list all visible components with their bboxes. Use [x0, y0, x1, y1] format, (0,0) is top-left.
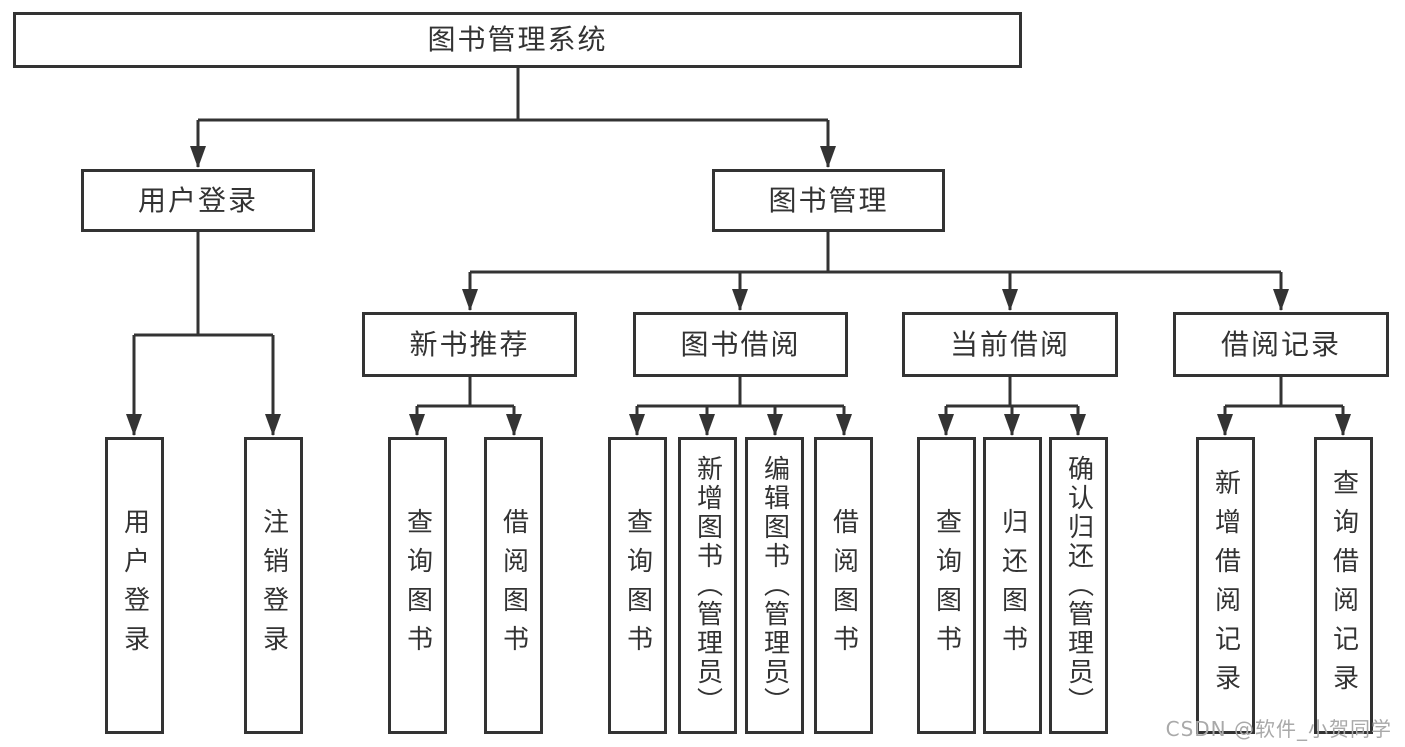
node-label: 借阅图书	[828, 507, 859, 664]
leaf-user-login: 用户登录	[105, 437, 164, 734]
leaf-return-book: 归还图书	[983, 437, 1042, 734]
node-label: 用户登录	[137, 183, 258, 217]
leaf-edit-book-admin: 编辑图书（管理员）	[745, 437, 804, 734]
node-label: 借阅图书	[498, 507, 529, 664]
node-user-login: 用户登录	[81, 169, 315, 232]
node-label: 新增图书（管理员）	[692, 455, 723, 716]
csdn-watermark: CSDN @软件_小贺同学	[1165, 717, 1392, 741]
node-label: 当前借阅	[949, 327, 1070, 361]
node-label: 新书推荐	[409, 327, 530, 361]
node-new-book-recommend: 新书推荐	[362, 312, 577, 377]
node-label: 图书管理系统	[427, 23, 608, 56]
leaf-query-books-current: 查询图书	[917, 437, 976, 734]
leaf-confirm-return-admin: 确认归还（管理员）	[1049, 437, 1108, 734]
leaf-query-books-borrow: 查询图书	[608, 437, 667, 734]
node-book-management: 图书管理	[712, 169, 945, 232]
node-label: 查询图书	[622, 507, 653, 664]
node-label: 新增借阅记录	[1210, 468, 1241, 703]
node-label: 确认归还（管理员）	[1063, 455, 1094, 716]
node-label: 用户登录	[119, 507, 150, 664]
leaf-logout: 注销登录	[244, 437, 303, 734]
node-library-management-system: 图书管理系统	[13, 12, 1022, 68]
node-label: 编辑图书（管理员）	[759, 455, 790, 716]
node-label: 归还图书	[997, 507, 1028, 664]
node-label: 查询图书	[931, 507, 962, 664]
node-current-borrow: 当前借阅	[902, 312, 1118, 377]
leaf-borrow-books-recommend: 借阅图书	[484, 437, 543, 734]
node-label: 注销登录	[258, 507, 289, 664]
node-label: 借阅记录	[1220, 327, 1341, 361]
leaf-query-books-recommend: 查询图书	[388, 437, 447, 734]
node-label: 查询图书	[402, 507, 433, 664]
leaf-add-book-admin: 新增图书（管理员）	[678, 437, 737, 734]
leaf-borrow-books: 借阅图书	[814, 437, 873, 734]
node-label: 图书管理	[768, 183, 889, 217]
leaf-query-borrow-record: 查询借阅记录	[1314, 437, 1373, 734]
leaf-add-borrow-record: 新增借阅记录	[1196, 437, 1255, 734]
node-label: 图书借阅	[680, 327, 801, 361]
node-book-borrow: 图书借阅	[633, 312, 848, 377]
node-borrow-records: 借阅记录	[1173, 312, 1389, 377]
node-label: 查询借阅记录	[1328, 468, 1359, 703]
